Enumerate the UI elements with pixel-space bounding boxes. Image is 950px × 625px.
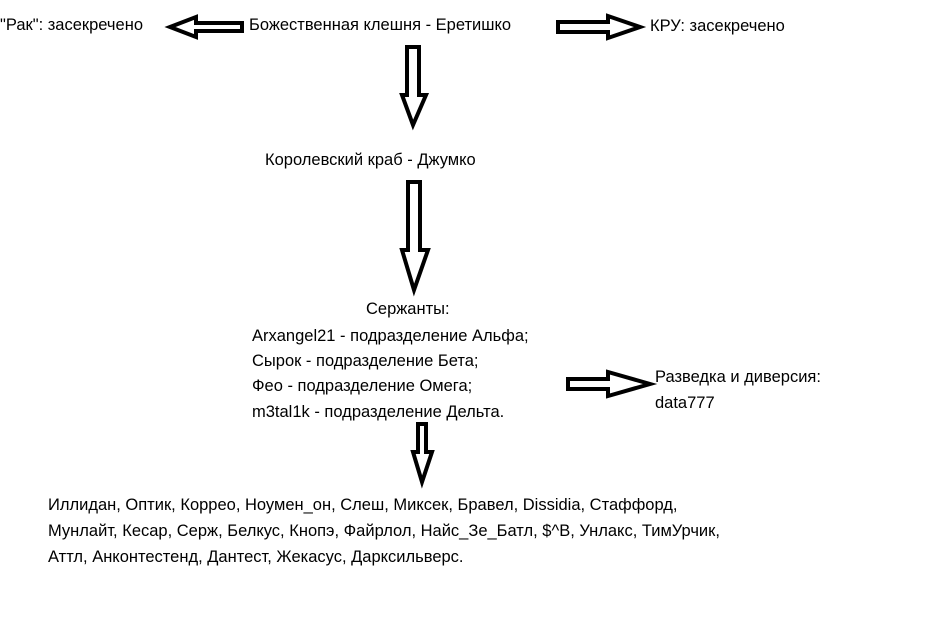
members-line: Аттл, Анконтестенд, Дантест, Жекасус, Да… xyxy=(48,548,464,566)
arrow-right-icon xyxy=(566,369,658,399)
kru-node: КРУ: засекречено xyxy=(650,17,785,35)
members-line: Иллидан, Оптик, Коррео, Ноумен_он, Слеш,… xyxy=(48,496,678,514)
arrow-left-icon xyxy=(164,14,244,40)
members-line: Мунлайт, Кесар, Серж, Белкус, Кнопэ, Фай… xyxy=(48,522,720,540)
sergeant-line: Фео - подразделение Омега; xyxy=(252,377,473,395)
sergeant-line: Сырок - подразделение Бета; xyxy=(252,352,479,370)
sergeants-title: Сержанты: xyxy=(366,300,450,318)
sergeant-line: Arxangel21 - подразделение Альфа; xyxy=(252,327,529,345)
arrow-down-icon xyxy=(399,180,431,297)
royal-crab-node: Королевский краб - Джумко xyxy=(265,151,476,169)
arrow-down-icon xyxy=(410,422,435,489)
recon-title: Разведка и диверсия: xyxy=(655,368,821,386)
leader-node: Божественная клешня - Еретишко xyxy=(249,16,512,34)
arrow-down-icon xyxy=(399,45,430,131)
rak-node: "Рак": засекречено xyxy=(0,16,143,34)
sergeant-line: m3tal1k - подразделение Дельта. xyxy=(252,403,505,421)
recon-member: data777 xyxy=(655,394,715,412)
arrow-right-icon xyxy=(556,13,647,41)
